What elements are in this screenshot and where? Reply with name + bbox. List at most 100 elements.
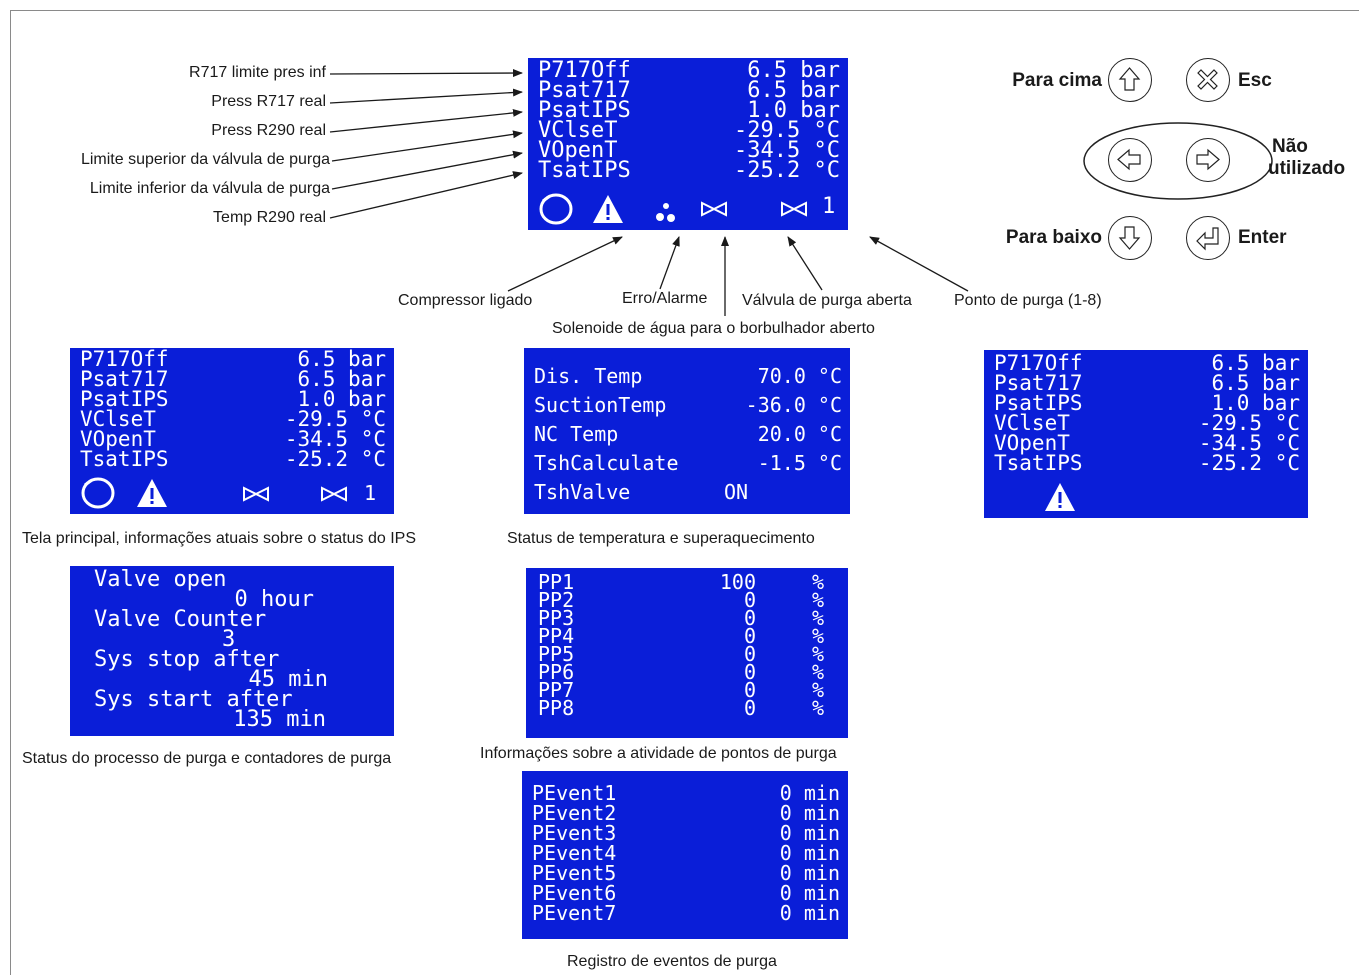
- lcd-row-value: 0 min: [779, 861, 840, 885]
- lcd-row-name: PP8: [538, 696, 575, 720]
- not-used-label-2: utilizado: [1268, 158, 1346, 179]
- lcd-row-value: 6.5 bar: [747, 58, 840, 83]
- lcd-line: Sys stop after: [94, 647, 280, 672]
- lcd-row-value: -34.5 °C: [284, 427, 386, 451]
- enter-label: Enter: [1238, 227, 1287, 248]
- lcd-row-name: Psat717: [80, 367, 169, 391]
- alarm-icon: [137, 479, 167, 507]
- lcd-row-value: 6.5 bar: [747, 78, 840, 103]
- lcd-row-name: TsatIPS: [538, 158, 631, 183]
- lcd-row-name: PEvent7: [532, 901, 617, 925]
- right-button: [1186, 138, 1230, 182]
- lcd-row-value: 0: [743, 624, 756, 648]
- lcd-row-name: PsatIPS: [994, 391, 1083, 415]
- lcd-row-name: SuctionTemp: [534, 393, 667, 417]
- lcd-row: PEvent6 0 min: [532, 883, 840, 903]
- lcd-row-name: TsatIPS: [80, 447, 169, 471]
- solenoid-valve-icon: [701, 201, 727, 217]
- caption-process-screen: Status do processo de purga e contadores…: [22, 750, 392, 767]
- lcd-row: SuctionTemp-36.0 °C: [534, 393, 842, 417]
- lcd-line: Sys start after: [94, 687, 293, 712]
- lcd-row-unit: %: [811, 696, 824, 720]
- label-purge-valve-open: Válvula de purga aberta: [742, 292, 912, 309]
- lcd-row-value: 0: [743, 696, 756, 720]
- lcd-row-value: -25.2 °C: [284, 447, 386, 471]
- lcd-row-value: 0 min: [779, 801, 840, 825]
- lcd-row: VOpenT-34.5 °C: [994, 431, 1300, 455]
- caption-purge-points-screen: Informações sobre a atividade de pontos …: [480, 745, 837, 762]
- label-r717-pres-limit: R717 limite pres inf: [189, 64, 326, 81]
- lcd-row-value: 0 min: [779, 881, 840, 905]
- lcd-row-unit: %: [811, 624, 824, 648]
- lcd-line: Valve Counter: [94, 607, 267, 632]
- lcd-row-value: 6.5 bar: [297, 367, 386, 391]
- lcd-row-name: PP7: [538, 678, 575, 702]
- label-valve-upper-limit: Limite superior da válvula de purga: [80, 151, 330, 168]
- lcd-row-name: Psat717: [538, 78, 631, 103]
- lcd-row-value: 0 min: [779, 841, 840, 865]
- lcd-row-value: -29.5 °C: [1198, 411, 1300, 435]
- not-used-label-1: Não: [1272, 136, 1308, 157]
- lcd-row-value: 1.0 bar: [747, 98, 840, 123]
- arrow-left-icon: [1117, 148, 1141, 171]
- lcd-row-value: 0: [743, 588, 756, 612]
- lcd-row-unit: %: [811, 642, 824, 666]
- lcd-row-value: -1.5 °C: [757, 451, 842, 475]
- lcd-row-value: 0: [743, 642, 756, 666]
- lcd-row-name: VOpenT: [994, 431, 1070, 455]
- lcd-line: 0 hour: [234, 587, 314, 612]
- label-valve-lower-limit: Limite inferior da válvula de purga: [89, 180, 330, 197]
- lcd-row-value: 100: [719, 570, 756, 594]
- lcd-row-unit: %: [811, 588, 824, 612]
- lcd-line: 135 min: [233, 707, 326, 732]
- lcd-row-name: VClseT: [80, 407, 156, 431]
- lcd-line: Valve open: [94, 567, 227, 592]
- lcd-row-name: PP2: [538, 588, 575, 612]
- lcd-row: TshValve: [534, 480, 630, 504]
- lcd-row-name: Dis. Temp: [534, 364, 643, 388]
- label-error-alarm: Erro/Alarme: [622, 290, 708, 307]
- lcd-row-value: 6.5 bar: [297, 348, 386, 371]
- lcd-row-name: VOpenT: [538, 138, 618, 163]
- down-button[interactable]: [1108, 216, 1152, 260]
- lcd-row-name: NC Temp: [534, 422, 619, 446]
- lcd-row: TsatIPS-25.2 °C: [994, 451, 1300, 475]
- label-r717-press-real: Press R717 real: [211, 93, 326, 110]
- compressor-icon: [539, 193, 573, 225]
- arrow-down-icon: [1118, 226, 1141, 250]
- enter-button[interactable]: [1186, 216, 1230, 260]
- process-lcd-screen: Valve open 0 hour Valve Counter 3 Sys st…: [70, 566, 394, 736]
- lcd-row: Psat717 6.5 bar: [80, 367, 386, 391]
- solenoid-valve-icon: [243, 486, 269, 502]
- enter-icon: [1196, 227, 1219, 251]
- lcd-row-value: -25.2 °C: [1198, 451, 1300, 475]
- up-button[interactable]: [1108, 58, 1152, 102]
- lcd-row-value: -25.2 °C: [734, 158, 840, 183]
- lcd-row-value: -29.5 °C: [284, 407, 386, 431]
- lcd-row-name: VClseT: [994, 411, 1070, 435]
- lcd-row-unit: %: [811, 606, 824, 630]
- label-r290-temp-real: Temp R290 real: [213, 209, 326, 226]
- alarm-icon: [1045, 483, 1075, 511]
- lcd-row-name: PEvent6: [532, 881, 617, 905]
- esc-button[interactable]: [1186, 58, 1230, 102]
- lcd-row-name: PP3: [538, 606, 575, 630]
- lcd-row-unit: %: [811, 660, 824, 684]
- lcd-line: 3: [222, 627, 236, 652]
- lcd-row-value: ON: [724, 480, 749, 504]
- lcd-row-value: 0: [743, 678, 756, 702]
- lcd-row: VClseT -29.5 °C: [80, 407, 386, 431]
- arrow-up-icon: [1118, 67, 1141, 91]
